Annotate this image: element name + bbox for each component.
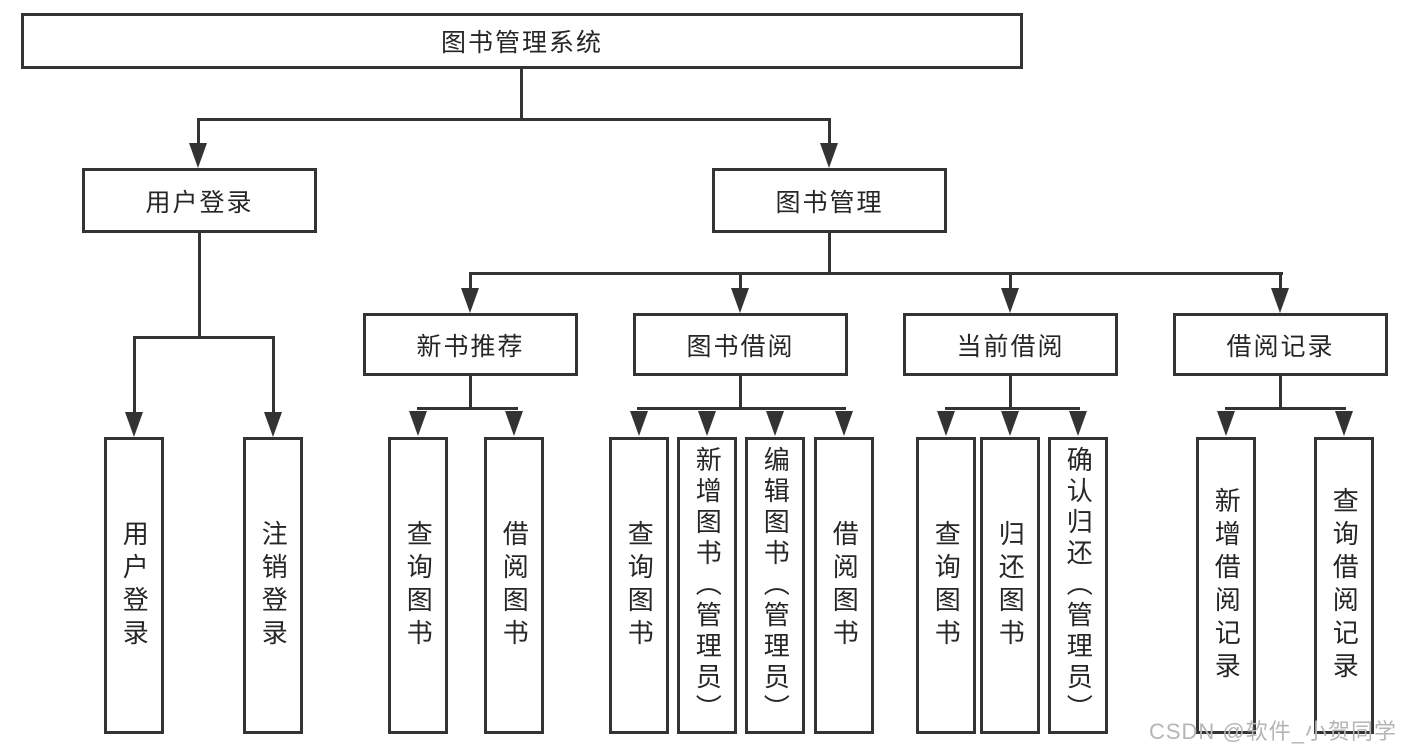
connector-records-down [1279,376,1282,410]
arrowhead-borrowing-add [698,411,716,436]
connector-drop-leaf-login [133,336,136,413]
connector-drop-book-borrow [739,272,742,289]
connector-root-horizontal [197,118,831,121]
leaf-query-borrow-record: 查询借阅记录 [1314,437,1374,734]
connector-borrowing-down [739,376,742,410]
leaf-confirm-return-admin: 确认归还（管理员） [1048,437,1108,734]
leaf-logout: 注销登录 [243,437,303,734]
arrowhead-borrowing-query [630,411,648,436]
arrowhead-leaf-login [125,412,143,437]
connector-root-down [520,69,523,118]
arrowhead-records-add [1217,411,1235,436]
node-new-book-recommendation: 新书推荐 [363,313,578,376]
leaf-add-borrow-record: 新增借阅记录 [1196,437,1256,734]
connector-drop-new-book [469,272,472,289]
arrowhead-current-confirm [1069,411,1087,436]
arrowhead-current-query [937,411,955,436]
leaf-add-book-admin: 新增图书（管理员） [677,437,737,734]
connector-drop-leaf-logout [272,336,275,413]
connector-mgmt-down [828,233,831,274]
leaf-borrow-books-recommend: 借阅图书 [484,437,544,734]
arrowhead-book-management [820,143,838,168]
leaf-user-login: 用户登录 [104,437,164,734]
connector-borrowing-horizontal [637,407,846,410]
csdn-watermark: CSDN @软件_小贺同学 [1148,719,1397,744]
arrowhead-borrow-records [1271,288,1289,313]
node-book-management: 图书管理 [712,168,947,233]
arrowhead-current-borrow [1001,288,1019,313]
node-current-borrowing: 当前借阅 [903,313,1118,376]
leaf-query-books-current: 查询图书 [916,437,976,734]
node-user-login: 用户登录 [82,168,317,233]
connector-drop-user-login [197,118,200,144]
leaf-edit-book-admin: 编辑图书（管理员） [745,437,805,734]
connector-current-horizontal [945,407,1080,410]
arrowhead-borrowing-borrow [835,411,853,436]
arrowhead-new-book [461,288,479,313]
arrowhead-book-borrow [731,288,749,313]
connector-records-horizontal [1225,407,1346,410]
connector-drop-current-borrow [1009,272,1012,289]
connector-login-down [198,233,201,336]
arrowhead-borrowing-edit [766,411,784,436]
arrowhead-newbook-borrow [505,411,523,436]
node-borrowing-records: 借阅记录 [1173,313,1388,376]
leaf-borrow-books-borrowing: 借阅图书 [814,437,874,734]
connector-newbook-down [469,376,472,410]
node-library-management-system: 图书管理系统 [21,13,1023,69]
leaf-query-books-borrowing: 查询图书 [609,437,669,734]
connector-login-horizontal [133,336,275,339]
connector-mgmt-horizontal [469,272,1283,275]
node-book-borrowing: 图书借阅 [633,313,848,376]
connector-drop-book-management [828,118,831,144]
arrowhead-records-query [1335,411,1353,436]
leaf-return-books: 归还图书 [980,437,1040,734]
connector-drop-borrow-records [1279,272,1282,289]
arrowhead-newbook-query [409,411,427,436]
connector-current-down [1009,376,1012,410]
arrowhead-user-login [189,143,207,168]
arrowhead-current-return [1001,411,1019,436]
connector-newbook-horizontal [417,407,518,410]
arrowhead-leaf-logout [264,412,282,437]
leaf-query-books-recommend: 查询图书 [388,437,448,734]
